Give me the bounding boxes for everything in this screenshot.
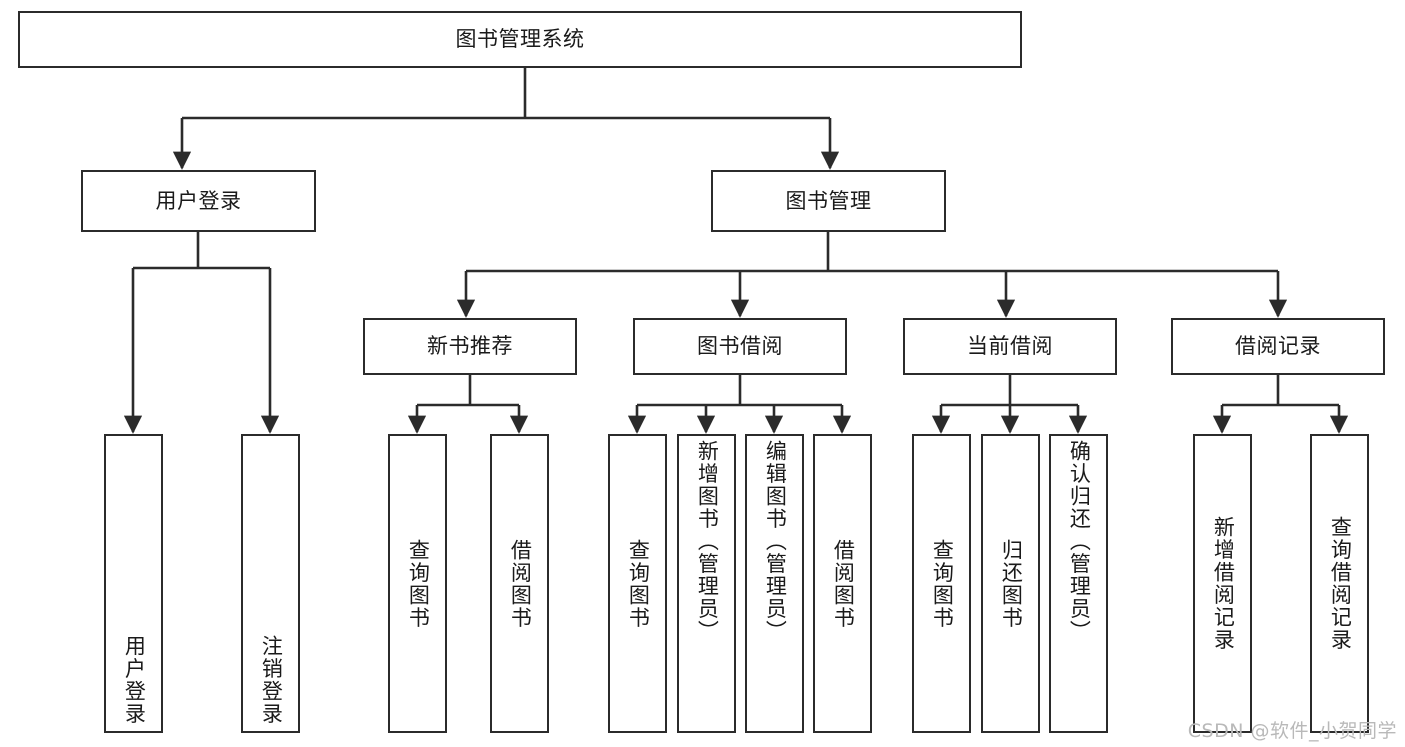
node-leaf-user-login[interactable]: 用户登录 — [104, 434, 163, 733]
node-leaf-confirm-return-label: 确认归还（管理员） — [1067, 440, 1092, 643]
node-leaf-user-login-label: 用户登录 — [122, 635, 147, 725]
node-leaf-add-record[interactable]: 新增借阅记录 — [1193, 434, 1252, 733]
node-leaf-query-record[interactable]: 查询借阅记录 — [1310, 434, 1369, 733]
node-new-book-recommend-label: 新书推荐 — [427, 334, 513, 359]
node-book-manage-label: 图书管理 — [785, 188, 872, 213]
node-root-label: 图书管理系统 — [455, 27, 585, 52]
node-leaf-query-book-1-label: 查询图书 — [406, 538, 431, 629]
node-borrow-record[interactable]: 借阅记录 — [1171, 318, 1385, 375]
node-current-borrow[interactable]: 当前借阅 — [903, 318, 1117, 375]
node-leaf-borrow-book-1-label: 借阅图书 — [508, 538, 533, 629]
node-leaf-query-record-label: 查询借阅记录 — [1328, 516, 1353, 651]
node-leaf-add-book-label: 新增图书（管理员） — [695, 440, 720, 643]
node-leaf-confirm-return[interactable]: 确认归还（管理员） — [1049, 434, 1108, 733]
node-leaf-borrow-book-1[interactable]: 借阅图书 — [490, 434, 549, 733]
node-book-manage[interactable]: 图书管理 — [711, 170, 946, 232]
node-leaf-query-book-1[interactable]: 查询图书 — [388, 434, 447, 733]
node-book-borrow-label: 图书借阅 — [697, 334, 783, 359]
node-new-book-recommend[interactable]: 新书推荐 — [363, 318, 577, 375]
node-user-login-label: 用户登录 — [155, 188, 242, 213]
node-leaf-logout-label: 注销登录 — [259, 635, 284, 725]
node-leaf-return-book-label: 归还图书 — [999, 538, 1024, 629]
node-leaf-query-book-2-label: 查询图书 — [626, 538, 651, 629]
node-leaf-query-book-3-label: 查询图书 — [930, 538, 955, 629]
node-leaf-borrow-book-2[interactable]: 借阅图书 — [813, 434, 872, 733]
node-borrow-record-label: 借阅记录 — [1235, 334, 1321, 359]
node-leaf-query-book-3[interactable]: 查询图书 — [912, 434, 971, 733]
node-leaf-query-book-2[interactable]: 查询图书 — [608, 434, 667, 733]
node-leaf-logout[interactable]: 注销登录 — [241, 434, 300, 733]
node-leaf-add-book[interactable]: 新增图书（管理员） — [677, 434, 736, 733]
node-root[interactable]: 图书管理系统 — [18, 11, 1022, 68]
node-leaf-edit-book[interactable]: 编辑图书（管理员） — [745, 434, 804, 733]
node-leaf-edit-book-label: 编辑图书（管理员） — [763, 440, 788, 643]
watermark: CSDN @软件_小贺同学 — [1187, 720, 1397, 742]
node-user-login[interactable]: 用户登录 — [81, 170, 316, 232]
node-leaf-borrow-book-2-label: 借阅图书 — [831, 538, 856, 629]
node-leaf-return-book[interactable]: 归还图书 — [981, 434, 1040, 733]
node-current-borrow-label: 当前借阅 — [967, 334, 1053, 359]
node-leaf-add-record-label: 新增借阅记录 — [1211, 516, 1236, 651]
node-book-borrow[interactable]: 图书借阅 — [633, 318, 847, 375]
